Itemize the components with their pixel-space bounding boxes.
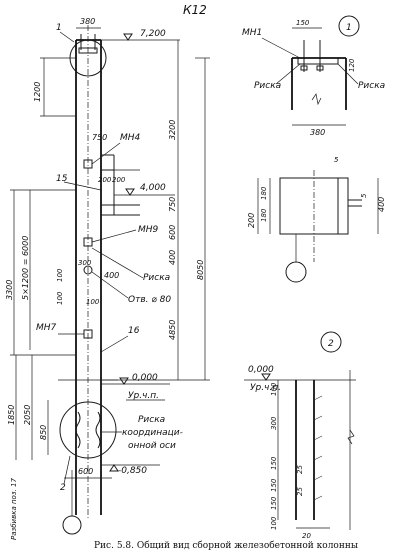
label-riska: Риска <box>143 273 170 283</box>
detail-2-20: 20 <box>302 532 311 540</box>
label-riska-axis-1: Риска <box>138 415 165 425</box>
detail-2-elev: 0,000 <box>248 365 274 375</box>
detail-2-circle <box>59 401 117 459</box>
dim-200b: 200 <box>112 176 126 184</box>
callout-16: 16 <box>128 326 140 336</box>
elev-7200: 7,200 <box>140 29 166 39</box>
ur-chp: Ур.ч.п. <box>128 391 159 401</box>
top-plate <box>78 47 98 54</box>
main-dimensions: 380 7,200 1200 3200 8050 4850 3300 5×120… <box>5 17 210 540</box>
detail-2: 2 0,000 Ур.ч.п. 100 300 150 150 150 100 … <box>244 331 356 540</box>
dim-8050: 8050 <box>196 260 205 280</box>
dim-3300: 3300 <box>5 280 14 300</box>
elev-4000: 4,000 <box>140 183 166 193</box>
main-column <box>58 25 140 535</box>
elev-minus: -0,850 <box>118 466 147 476</box>
dim-200a: 200 <box>98 176 112 184</box>
section-5a: 5 <box>334 156 339 164</box>
dim-300: 300 <box>78 259 92 267</box>
detail-1-150: 150 <box>296 19 310 27</box>
detail-1-riska-left: Риска <box>254 81 281 91</box>
label-riska-axis-2: координаци- <box>122 428 183 438</box>
section-180b: 180 <box>260 208 268 222</box>
detail-1-mn1: МН1 <box>242 28 262 38</box>
dim-600-bottom: 600 <box>78 467 93 476</box>
detail-1-120: 120 <box>348 58 356 72</box>
drawing-title: К12 <box>183 3 207 17</box>
detail-2-number: 2 <box>328 339 334 349</box>
dim-600: 600 <box>168 225 177 240</box>
dim-400b: 400 <box>104 271 119 280</box>
detail-2-150b: 150 <box>270 478 278 492</box>
dim-750: 750 <box>92 133 107 142</box>
axis-marker-bottom <box>62 515 82 535</box>
section-5b: 5 <box>360 193 368 198</box>
section-mid: 5 5 200 180 180 400 <box>247 156 386 283</box>
detail-1-380: 380 <box>310 128 325 137</box>
callout-2: 2 <box>60 483 66 493</box>
section-200: 200 <box>247 213 256 228</box>
hole <box>83 265 93 275</box>
callout-1: 1 <box>56 23 62 33</box>
label-mn9: МН9 <box>138 225 159 235</box>
dim-4850: 4850 <box>168 320 177 340</box>
label-razbivka: Разбивка поз. 17 <box>10 478 18 540</box>
dim-100a: 100 <box>56 268 64 282</box>
dim-2050: 2050 <box>23 405 32 425</box>
detail-1-number: 1 <box>346 23 352 33</box>
label-hole: Отв. ⌀ 80 <box>128 295 171 305</box>
dim-100c: 100 <box>86 298 100 306</box>
dim-top-width: 380 <box>80 17 95 26</box>
dim-1850: 1850 <box>7 405 16 425</box>
dim-3200: 3200 <box>168 120 177 140</box>
dim-400: 400 <box>168 250 177 265</box>
detail-2-150c: 150 <box>270 496 278 510</box>
detail-2-urchp: Ур.ч.п. <box>250 383 281 393</box>
detail-2-300: 300 <box>270 416 278 430</box>
dim-1200-top: 1200 <box>33 82 42 102</box>
detail-2-25a: 25 <box>296 465 304 474</box>
detail-2-150a: 150 <box>270 456 278 470</box>
figure-caption: Рис. 5.8. Общий вид сборной железобетонн… <box>94 540 358 551</box>
dim-750b: 750 <box>168 197 177 212</box>
callout-15: 15 <box>56 174 68 184</box>
section-400: 400 <box>377 197 386 212</box>
detail-2-100: 100 <box>270 382 278 396</box>
label-riska-axis-3: онной оси <box>128 441 176 451</box>
detail-2-25b: 25 <box>296 487 304 496</box>
dim-5x1200: 5×1200 = 6000 <box>21 236 30 300</box>
detail-1-riska-right: Риска <box>358 81 385 91</box>
section-180: 180 <box>260 186 268 200</box>
detail-1: 1 МН1 150 380 120 Риска Риска <box>242 15 385 137</box>
dim-850: 850 <box>39 425 48 440</box>
label-mn7: МН7 <box>36 323 57 333</box>
dim-100b: 100 <box>56 291 64 305</box>
detail-2-100b: 100 <box>270 516 278 530</box>
elev-0: 0,000 <box>132 373 158 383</box>
label-mn4: МН4 <box>120 133 141 143</box>
